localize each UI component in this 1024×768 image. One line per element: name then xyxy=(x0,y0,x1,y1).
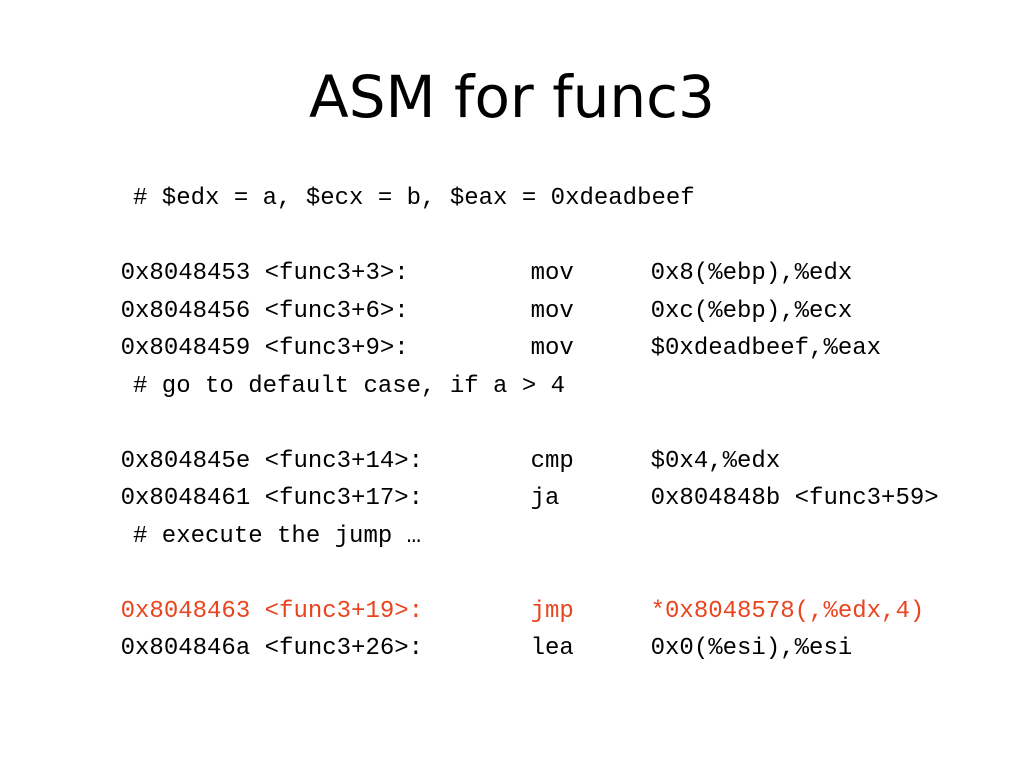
instruction-operands: 0xc(%ebp),%ecx xyxy=(650,297,853,325)
asm-listing: # $edx = a, $ecx = b, $eax = 0xdeadbeef … xyxy=(63,180,939,662)
slide-title: ASM for func3 xyxy=(309,63,715,131)
instruction-address: 0x8048461 <func3+17>: xyxy=(120,485,424,512)
instruction-opcode: lea xyxy=(530,635,574,662)
instruction-address: 0x804845e <func3+14>: xyxy=(120,447,424,475)
instruction-opcode: cmp xyxy=(530,447,574,475)
asm-line: 0x8048456 <func3+6>: mov 0xc(%ebp),%ecx xyxy=(63,255,939,325)
asm-line: 0x8048453 <func3+3>: mov 0x8(%ebp),%edx xyxy=(63,218,939,287)
instruction-opcode: mov xyxy=(530,260,574,287)
instruction-operands: 0x804848b <func3+59> xyxy=(650,485,939,512)
instruction-operands: $0xdeadbeef,%eax xyxy=(650,335,882,362)
asm-line: 0x804845e <func3+14>: cmp $0x4,%edx xyxy=(63,405,939,475)
instruction-address: 0x8048463 <func3+19>: xyxy=(120,597,424,625)
asm-line: 0x8048459 <func3+9>: mov $0xdeadbeef,%eax xyxy=(63,293,939,362)
asm-line: 0x804846a <func3+26>: lea 0x0(%esi),%esi xyxy=(63,593,939,662)
comment-line: # $edx = a, $ecx = b, $eax = 0xdeadbeef xyxy=(133,185,695,212)
comment-line: # execute the jump … xyxy=(133,522,422,550)
instruction-opcode: mov xyxy=(530,335,574,362)
instruction-operands: 0x0(%esi),%esi xyxy=(650,635,853,662)
asm-line-highlighted: 0x8048463 <func3+19>: jmp *0x8048578(,%edx… xyxy=(63,555,939,625)
instruction-operands: $0x4,%edx xyxy=(650,447,781,475)
instruction-address: 0x8048456 <func3+6>: xyxy=(120,297,409,325)
instruction-opcode: ja xyxy=(530,485,560,512)
instruction-operands: 0x8(%ebp),%edx xyxy=(650,260,853,287)
comment-line: # go to default case, if a > 4 xyxy=(133,372,566,400)
asm-line: 0x8048461 <func3+17>: ja 0x804848b <func3+… xyxy=(63,443,939,512)
instruction-opcode: jmp xyxy=(530,597,574,625)
instruction-address: 0x8048459 <func3+9>: xyxy=(120,335,409,362)
instruction-operands: *0x8048578(,%edx,4) xyxy=(650,597,925,625)
instruction-opcode: mov xyxy=(530,297,574,325)
instruction-address: 0x8048453 <func3+3>: xyxy=(120,260,409,287)
instruction-address: 0x804846a <func3+26>: xyxy=(120,635,424,662)
